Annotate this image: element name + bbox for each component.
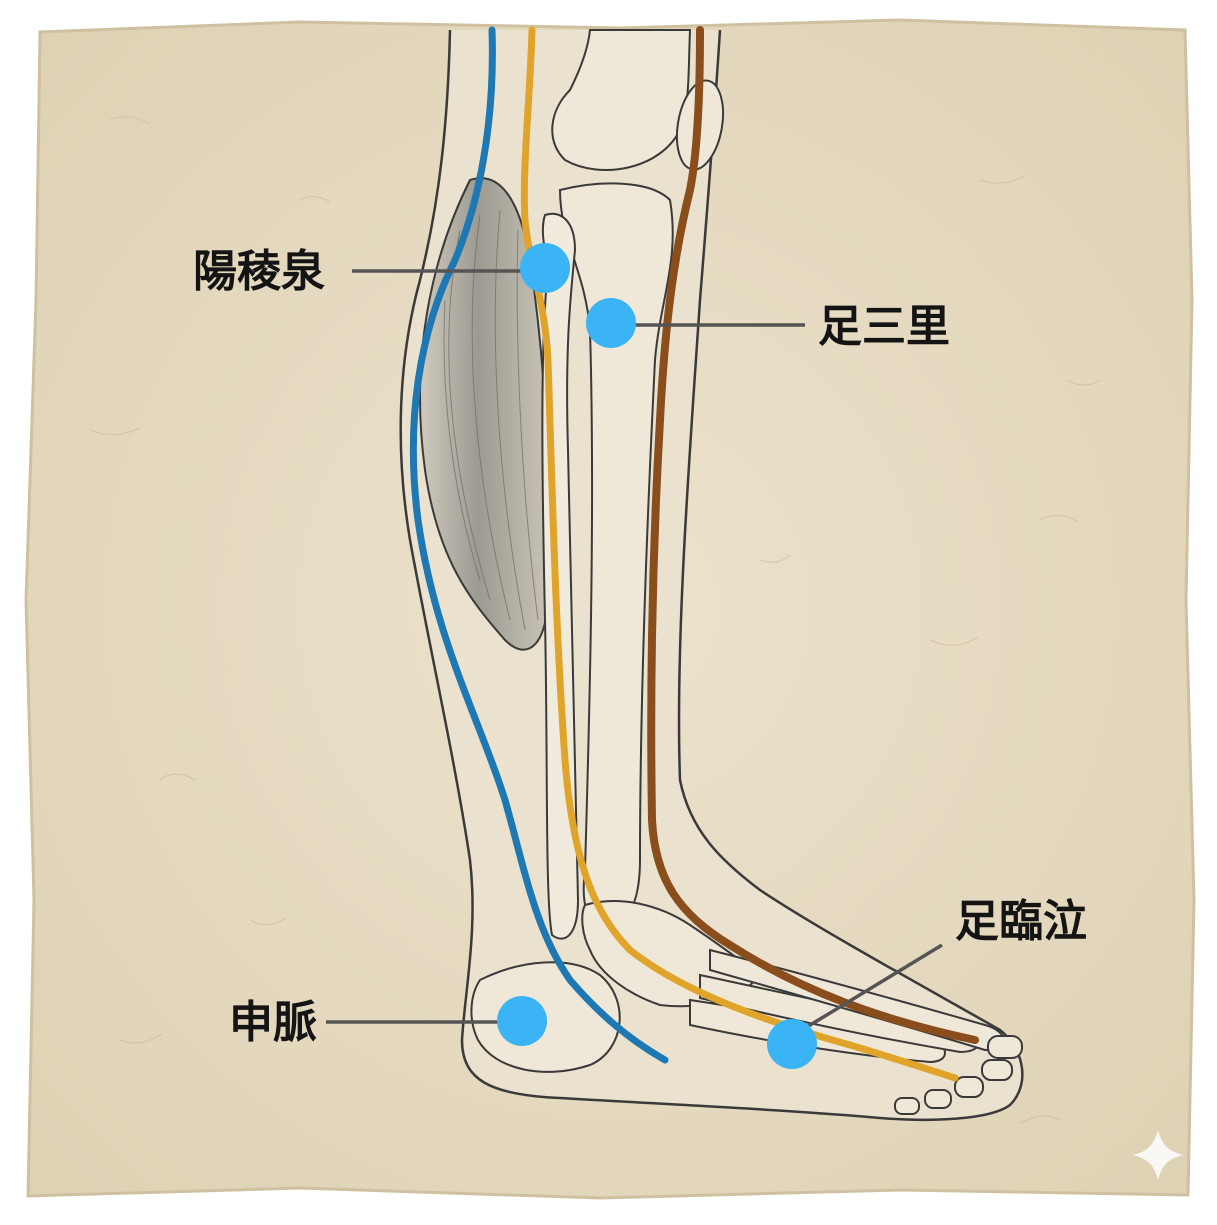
label-zulinqi: 足臨泣 [955,900,1087,944]
acupoint-dot-shenmai [497,996,547,1046]
label-zusanli: 足三里 [818,305,950,349]
label-yanglingquan: 陽稜泉 [193,250,325,294]
acupoint-dot-zulinqi [767,1019,817,1069]
acupoint-dot-zusanli [586,298,636,348]
acupoint-dot-yanglingquan [520,243,570,293]
label-shenmai: 申脈 [229,1001,317,1045]
